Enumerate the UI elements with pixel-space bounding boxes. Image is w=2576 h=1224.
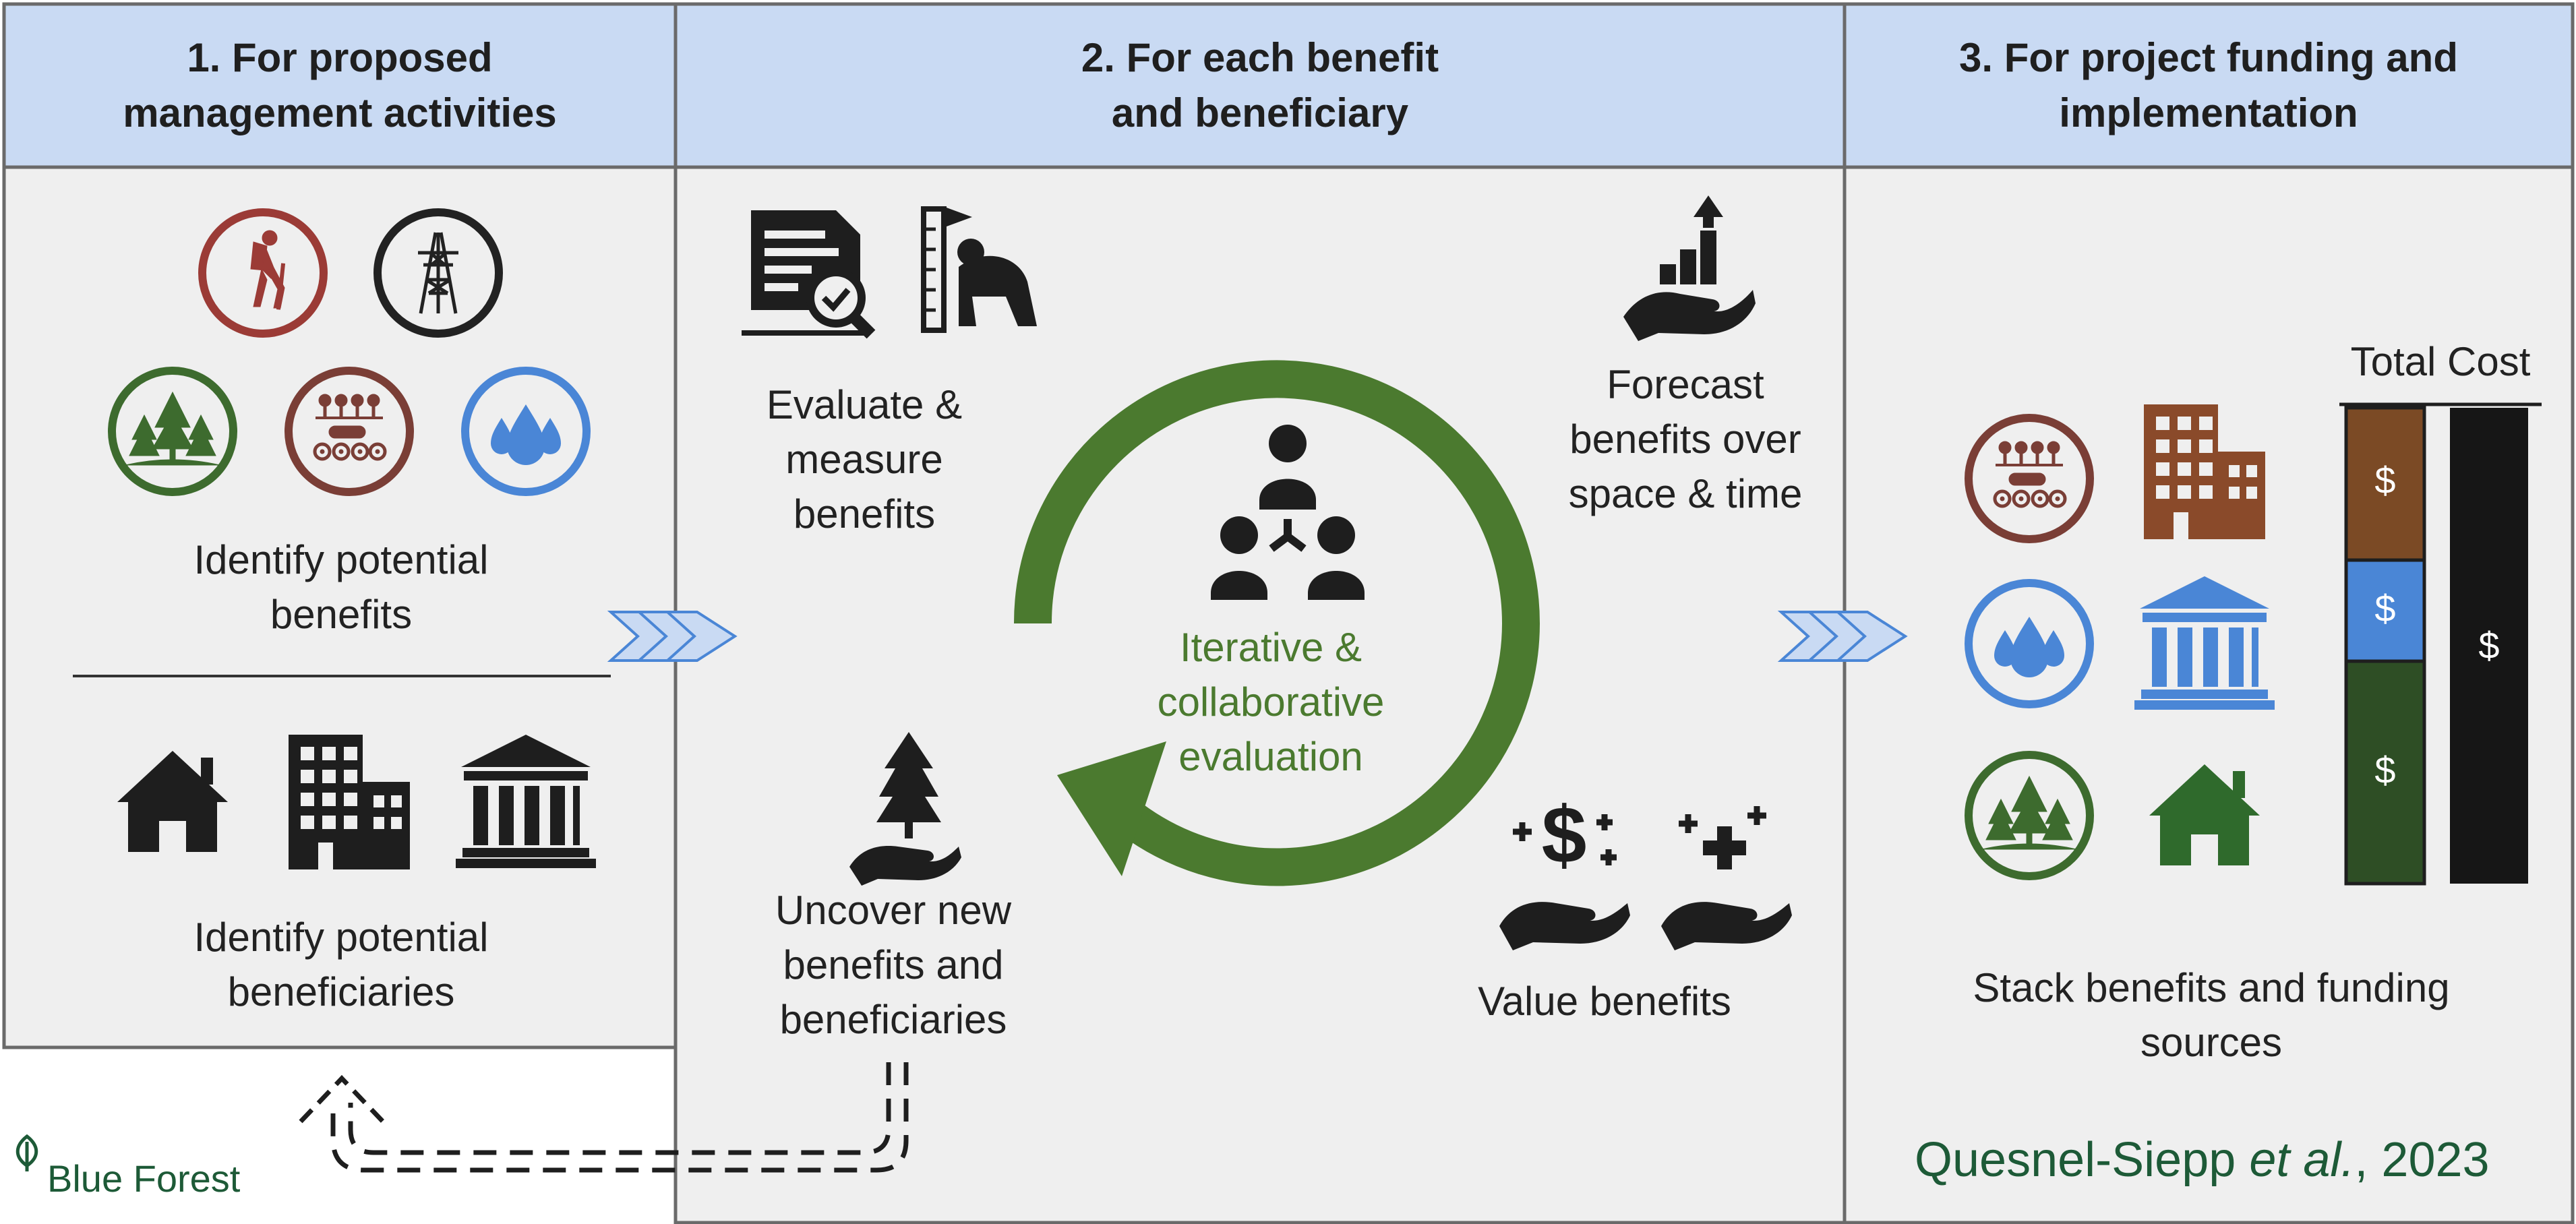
header-bg-col2 [673,2,1847,169]
forest-icon-panel3 [1965,751,2094,880]
citation-etal: et al. [2249,1133,2355,1187]
header-step-2-line2: and beneficiary [1111,90,1409,135]
identify-benefits-line1: Identify potential [193,537,489,582]
hiker-icon [198,208,328,338]
header-step-3-line1: 3. For project funding and [1959,35,2458,80]
tree-in-hand-icon [849,732,961,886]
header-step-1: 1. For proposed management activities [4,4,676,167]
forecast-line2: benefits over [1569,417,1801,462]
identify-beneficiaries-line1: Identify potential [193,915,489,960]
citation: Quesnel-Siepp et al., 2023 [1915,1132,2490,1188]
identify-beneficiaries-label: Identify potential beneficiaries [71,910,611,1019]
header-bg-col3 [1843,2,2575,169]
uncover-line1: Uncover new [775,888,1012,933]
blue-forest-logo-text: Blue Forest [47,1157,241,1200]
growth-hand-icon [1623,195,1756,341]
header-step-2: 2. For each benefit and beneficiary [676,4,1845,167]
stack-line2: sources [2140,1020,2283,1065]
center-line2: collaborative [1157,679,1385,725]
header-step-1-line2: management activities [123,90,557,135]
blue-forest-leaf-icon [16,1134,38,1171]
total-cost-label: Total Cost [2350,339,2531,384]
total-cost-bar [2450,408,2528,884]
team-icon [1211,425,1365,600]
evaluate-line1: Evaluate & [766,382,963,427]
evaluate-measure-label: Evaluate & measure benefits [729,377,999,541]
forecast-line3: space & time [1568,471,1803,516]
value-benefits-label: Value benefits [1478,979,1731,1024]
bar-dollar-green: $ [2374,749,2396,791]
header-step-2-line1: 2. For each benefit [1081,35,1439,80]
header-bg-col1 [2,2,678,169]
uncover-line3: beneficiaries [779,997,1007,1042]
cycle-arrowhead-icon [1057,741,1166,876]
evaluate-line2: measure [785,437,943,482]
identify-benefits-line2: benefits [270,592,413,637]
document-search-icon [742,210,876,339]
cycle-arrow-icon [1014,360,1540,886]
feedback-arrowhead-icon [299,1074,385,1124]
forecast-line1: Forecast [1607,362,1764,407]
plus-hand-icon [1661,806,1792,950]
header-step-1-line1: 1. For proposed [187,35,493,80]
evaluate-line3: benefits [793,491,936,537]
uncover-label: Uncover new benefits and beneficiaries [742,883,1045,1047]
office-building-icon [289,735,410,869]
identify-benefits-label: Identify potential benefits [71,532,611,642]
forecast-label: Forecast benefits over space & time [1517,357,1854,521]
stack-benefits-label: Stack benefits and funding sources [1874,960,2548,1070]
chevron-arrow-1-icon [607,611,738,662]
bar-dollar-brown: $ [2374,459,2396,501]
uncover-line2: benefits and [783,942,1004,987]
water-drops-icon-panel3 [1965,579,2094,708]
header-step-3: 3. For project funding and implementation [1845,4,2573,167]
stack-bar-green [2344,659,2426,886]
identify-beneficiaries-line2: beneficiaries [227,969,455,1014]
water-drops-icon [461,367,591,496]
power-tower-icon [373,208,503,338]
timber-icon [284,367,414,496]
bar-dollar-blue: $ [2374,587,2396,630]
money-hand-icon: $ [1499,790,1630,950]
bar-dollar-total: $ [2478,624,2500,667]
center-line3: evaluation [1178,734,1363,779]
panel-2-bg [673,165,1847,1224]
center-line1: Iterative & [1179,625,1362,670]
measure-person-icon [921,206,1037,333]
citation-authors: Quesnel-Siepp [1915,1133,2250,1187]
svg-text:$: $ [1542,790,1587,880]
panel-1-bg [2,165,678,1049]
feedback-dashed-arrow [330,1062,909,1173]
forest-icon [108,367,237,496]
iterative-evaluation-label: Iterative & collaborative evaluation [1119,620,1422,784]
chevron-arrow-2-icon [1777,611,1908,662]
office-building-icon-panel3 [2144,404,2265,539]
stack-line1: Stack benefits and funding [1973,965,2450,1010]
timber-icon-panel3 [1965,414,2094,543]
citation-year: , 2023 [2354,1133,2490,1187]
header-step-3-line2: implementation [2059,90,2358,135]
